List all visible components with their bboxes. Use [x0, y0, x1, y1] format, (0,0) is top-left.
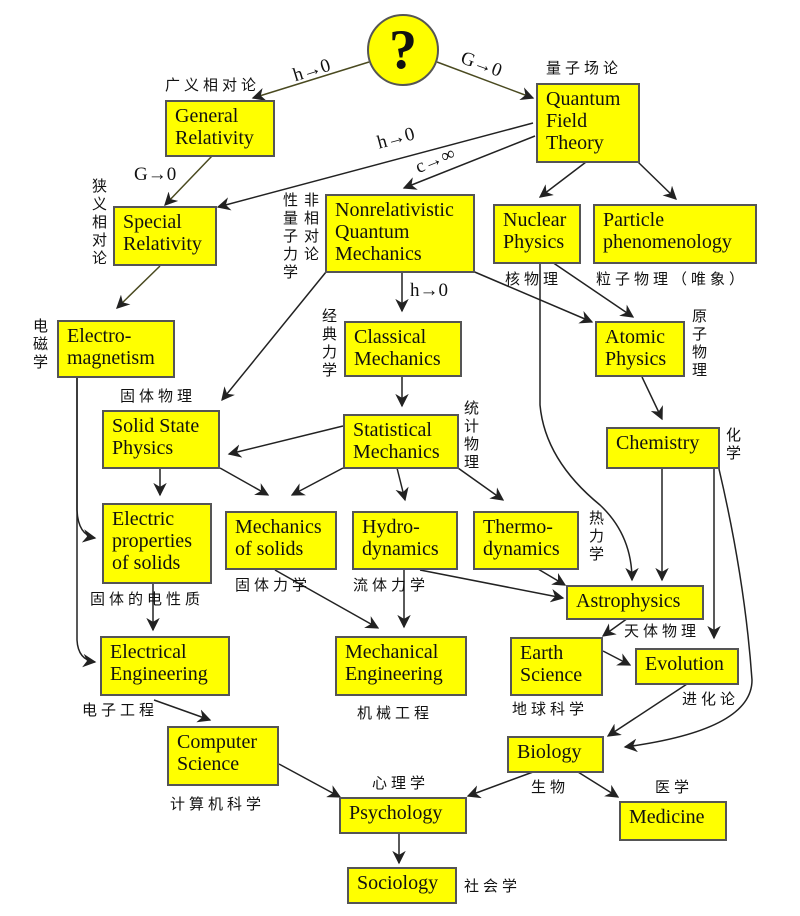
- zh-classical-mechanics: 经典力学: [320, 308, 338, 380]
- zh-chemistry: 化学: [724, 427, 742, 463]
- edge-qft-nrqm: [402, 135, 536, 190]
- node-electromagnetism[interactable]: Electro- magnetism: [57, 320, 175, 378]
- edge-sr-em: [116, 265, 161, 309]
- zh-computer-science: 计算机科学: [170, 795, 266, 813]
- edge-stat-mechsolids: [290, 467, 344, 496]
- unknown-theory-node[interactable]: ?: [367, 14, 439, 86]
- zh-biology: 生物: [531, 778, 570, 796]
- zh-psychology: 心理学: [372, 774, 430, 792]
- node-statistical-mechanics[interactable]: Statistical Mechanics: [343, 414, 459, 469]
- zh-qft: 量子场论: [546, 59, 623, 77]
- node-electrical-engineering[interactable]: Electrical Engineering: [100, 636, 230, 696]
- node-special-relativity[interactable]: Special Relativity: [113, 206, 217, 266]
- edge-evolution-biology: [606, 683, 688, 737]
- node-earth-science[interactable]: Earth Science: [510, 637, 603, 696]
- edge-em-electrical: [76, 378, 97, 668]
- node-mechanics-of-solids[interactable]: Mechanics of solids: [225, 511, 337, 570]
- edge-mechsolids-mecheng: [274, 569, 380, 629]
- edge-qft-sr: [216, 122, 534, 211]
- edge-earth-evolution: [602, 650, 632, 666]
- node-nrqm[interactable]: Nonrelativistic Quantum Mechanics: [325, 194, 475, 273]
- zh-mechanical-engineering: 机械工程: [357, 704, 434, 722]
- edge-electrical-cs: [153, 699, 212, 723]
- edge-qft-nuclear: [538, 161, 587, 198]
- node-hydrodynamics[interactable]: Hydro- dynamics: [352, 511, 458, 570]
- node-chemistry[interactable]: Chemistry: [606, 427, 720, 469]
- edge-root-gr: [251, 61, 370, 101]
- edge-biology-medicine: [577, 771, 620, 798]
- node-qft[interactable]: Quantum Field Theory: [536, 83, 640, 163]
- zh-earth-science: 地球科学: [512, 700, 589, 718]
- zh-electrical-engineering: 电子工程: [82, 701, 159, 719]
- node-atomic-physics[interactable]: Atomic Physics: [595, 321, 685, 377]
- edge-label-nrqm-classical: h→0: [410, 280, 448, 301]
- zh-astrophysics: 天体物理: [624, 622, 701, 640]
- zh-nuclear-physics: 核物理: [505, 270, 563, 288]
- node-biology[interactable]: Biology: [507, 736, 604, 773]
- zh-evolution: 进化论: [682, 690, 740, 708]
- zh-electromagnetism: 电磁学: [31, 318, 49, 372]
- zh-sociology: 社会学: [464, 877, 522, 895]
- node-nuclear-physics[interactable]: Nuclear Physics: [493, 204, 581, 264]
- edge-hydro-astro: [419, 569, 565, 603]
- zh-electric-properties: 固体的电性质: [90, 590, 205, 608]
- edge-cs-psych: [278, 763, 342, 798]
- zh-general-relativity: 广义相对论: [165, 76, 261, 94]
- node-psychology[interactable]: Psychology: [339, 797, 467, 834]
- zh-atomic-physics: 原子物理: [690, 308, 708, 380]
- node-evolution[interactable]: Evolution: [635, 648, 739, 685]
- zh-particle-phenomenology: 粒子物理（唯象）: [596, 270, 749, 288]
- node-solid-state-physics[interactable]: Solid State Physics: [102, 410, 220, 469]
- edge-stat-thermo: [457, 467, 505, 501]
- edge-chem-biology: [623, 468, 753, 753]
- edge-em-electric: [76, 378, 97, 543]
- edge-atomic-chem: [641, 376, 663, 421]
- zh-medicine: 医学: [655, 778, 694, 796]
- edge-gr-sr: [164, 155, 213, 206]
- zh-nrqm-a: 非相对论: [302, 192, 320, 264]
- zh-solid-state-physics: 固体物理: [120, 387, 197, 405]
- edge-nrqm-atomic: [469, 269, 594, 324]
- edge-astro-earth: [601, 617, 629, 637]
- edge-nuclear-atomic: [551, 261, 635, 318]
- edge-label-gr-sr: G→0: [134, 164, 177, 185]
- edge-root-qft: [436, 61, 535, 101]
- node-mechanical-engineering[interactable]: Mechanical Engineering: [335, 636, 467, 696]
- question-mark-icon: ?: [389, 19, 417, 81]
- node-classical-mechanics[interactable]: Classical Mechanics: [344, 321, 462, 377]
- node-computer-science[interactable]: Computer Science: [167, 726, 279, 786]
- zh-special-relativity: 狭义相对论: [90, 178, 108, 268]
- edge-nrqm-solid: [221, 271, 327, 402]
- edge-biology-psych: [466, 771, 534, 799]
- node-thermodynamics[interactable]: Thermo- dynamics: [473, 511, 579, 570]
- node-astrophysics[interactable]: Astrophysics: [566, 585, 704, 620]
- edge-solid-mechsolids: [219, 467, 270, 496]
- edge-thermo-astro: [537, 568, 567, 586]
- edge-nuclear-astro: [539, 264, 639, 582]
- zh-mechanics-of-solids: 固体力学: [235, 576, 312, 594]
- node-medicine[interactable]: Medicine: [619, 801, 727, 841]
- zh-thermodynamics: 热力学: [587, 510, 605, 564]
- node-particle-phenomenology[interactable]: Particle phenomenology: [593, 204, 757, 264]
- zh-nrqm-b: 性量子力学: [281, 192, 299, 282]
- zh-hydrodynamics: 流体力学: [353, 576, 430, 594]
- edge-stat-solid: [227, 425, 344, 458]
- node-general-relativity[interactable]: General Relativity: [165, 100, 275, 157]
- edge-stat-hydro: [395, 467, 409, 502]
- edge-qft-particle: [637, 161, 677, 200]
- zh-statistical-mechanics: 统计物理: [462, 400, 480, 472]
- node-electric-properties[interactable]: Electric properties of solids: [102, 503, 212, 584]
- node-sociology[interactable]: Sociology: [347, 867, 457, 904]
